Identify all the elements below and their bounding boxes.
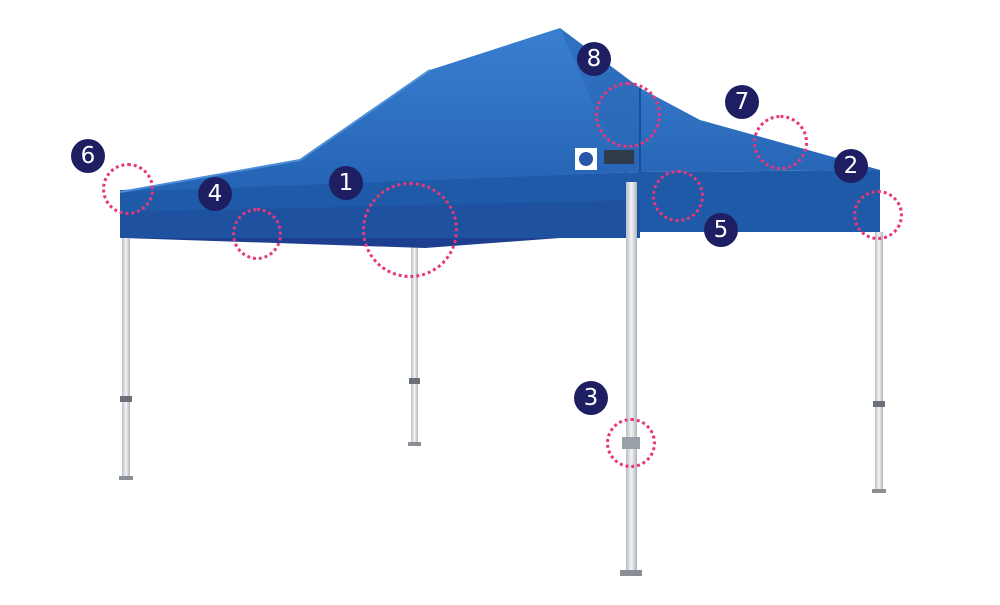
marker-6 bbox=[102, 163, 154, 215]
leg-front-left bbox=[119, 238, 133, 480]
leg-back-left bbox=[408, 238, 421, 446]
marker-4 bbox=[232, 208, 282, 260]
brand-label bbox=[575, 148, 634, 170]
callout-badge-7: 7 bbox=[725, 85, 759, 119]
callout-badge-2: 2 bbox=[834, 149, 868, 183]
callout-badge-8: 8 bbox=[577, 42, 611, 76]
leg-front-right bbox=[872, 232, 886, 493]
leg-front-center bbox=[620, 182, 642, 576]
marker-2 bbox=[853, 190, 903, 240]
marker-8 bbox=[595, 82, 661, 148]
callout-badge-1: 1 bbox=[329, 166, 363, 200]
marker-1 bbox=[362, 182, 458, 278]
marker-7 bbox=[753, 115, 808, 170]
callout-badge-5: 5 bbox=[704, 213, 738, 247]
marker-3 bbox=[606, 418, 656, 468]
callout-badge-6: 6 bbox=[71, 139, 105, 173]
callout-badge-3: 3 bbox=[574, 381, 608, 415]
marker-5 bbox=[652, 170, 704, 222]
callout-badge-4: 4 bbox=[198, 177, 232, 211]
canopy-roof bbox=[120, 28, 880, 192]
